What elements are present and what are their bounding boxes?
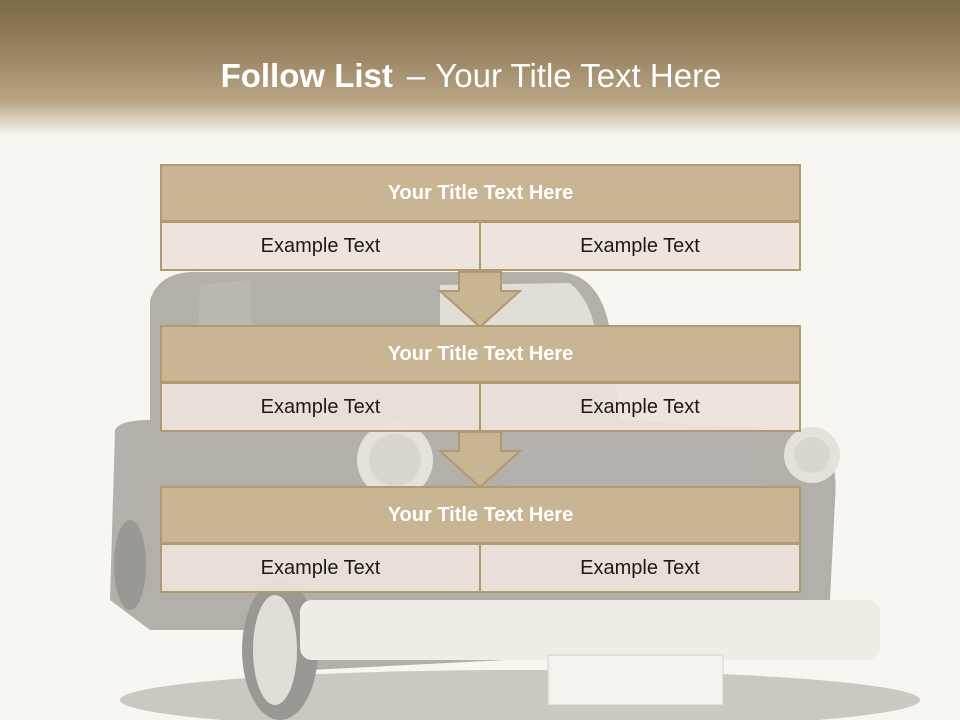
step-2-left-text: Example Text — [160, 382, 481, 432]
slide-title: Follow List–Your Title Text Here — [0, 54, 942, 98]
title-bold: Follow List — [220, 57, 393, 94]
step-3-title: Your Title Text Here — [160, 486, 801, 544]
step-3-left-text: Example Text — [160, 543, 481, 593]
down-arrow-icon — [438, 431, 522, 489]
down-arrow-icon — [438, 271, 522, 329]
title-separator: – — [406, 57, 426, 94]
title-rest: Your Title Text Here — [435, 57, 722, 94]
step-1-title: Your Title Text Here — [160, 164, 801, 222]
step-box-2: Your Title Text Here Example Text Exampl… — [160, 325, 801, 432]
header-band — [0, 0, 960, 135]
step-1-left-text: Example Text — [160, 221, 481, 271]
step-box-3: Your Title Text Here Example Text Exampl… — [160, 486, 801, 593]
step-2-right-text: Example Text — [479, 382, 801, 432]
step-1-right-text: Example Text — [479, 221, 801, 271]
step-2-title: Your Title Text Here — [160, 325, 801, 383]
step-3-right-text: Example Text — [479, 543, 801, 593]
step-box-1: Your Title Text Here Example Text Exampl… — [160, 164, 801, 271]
